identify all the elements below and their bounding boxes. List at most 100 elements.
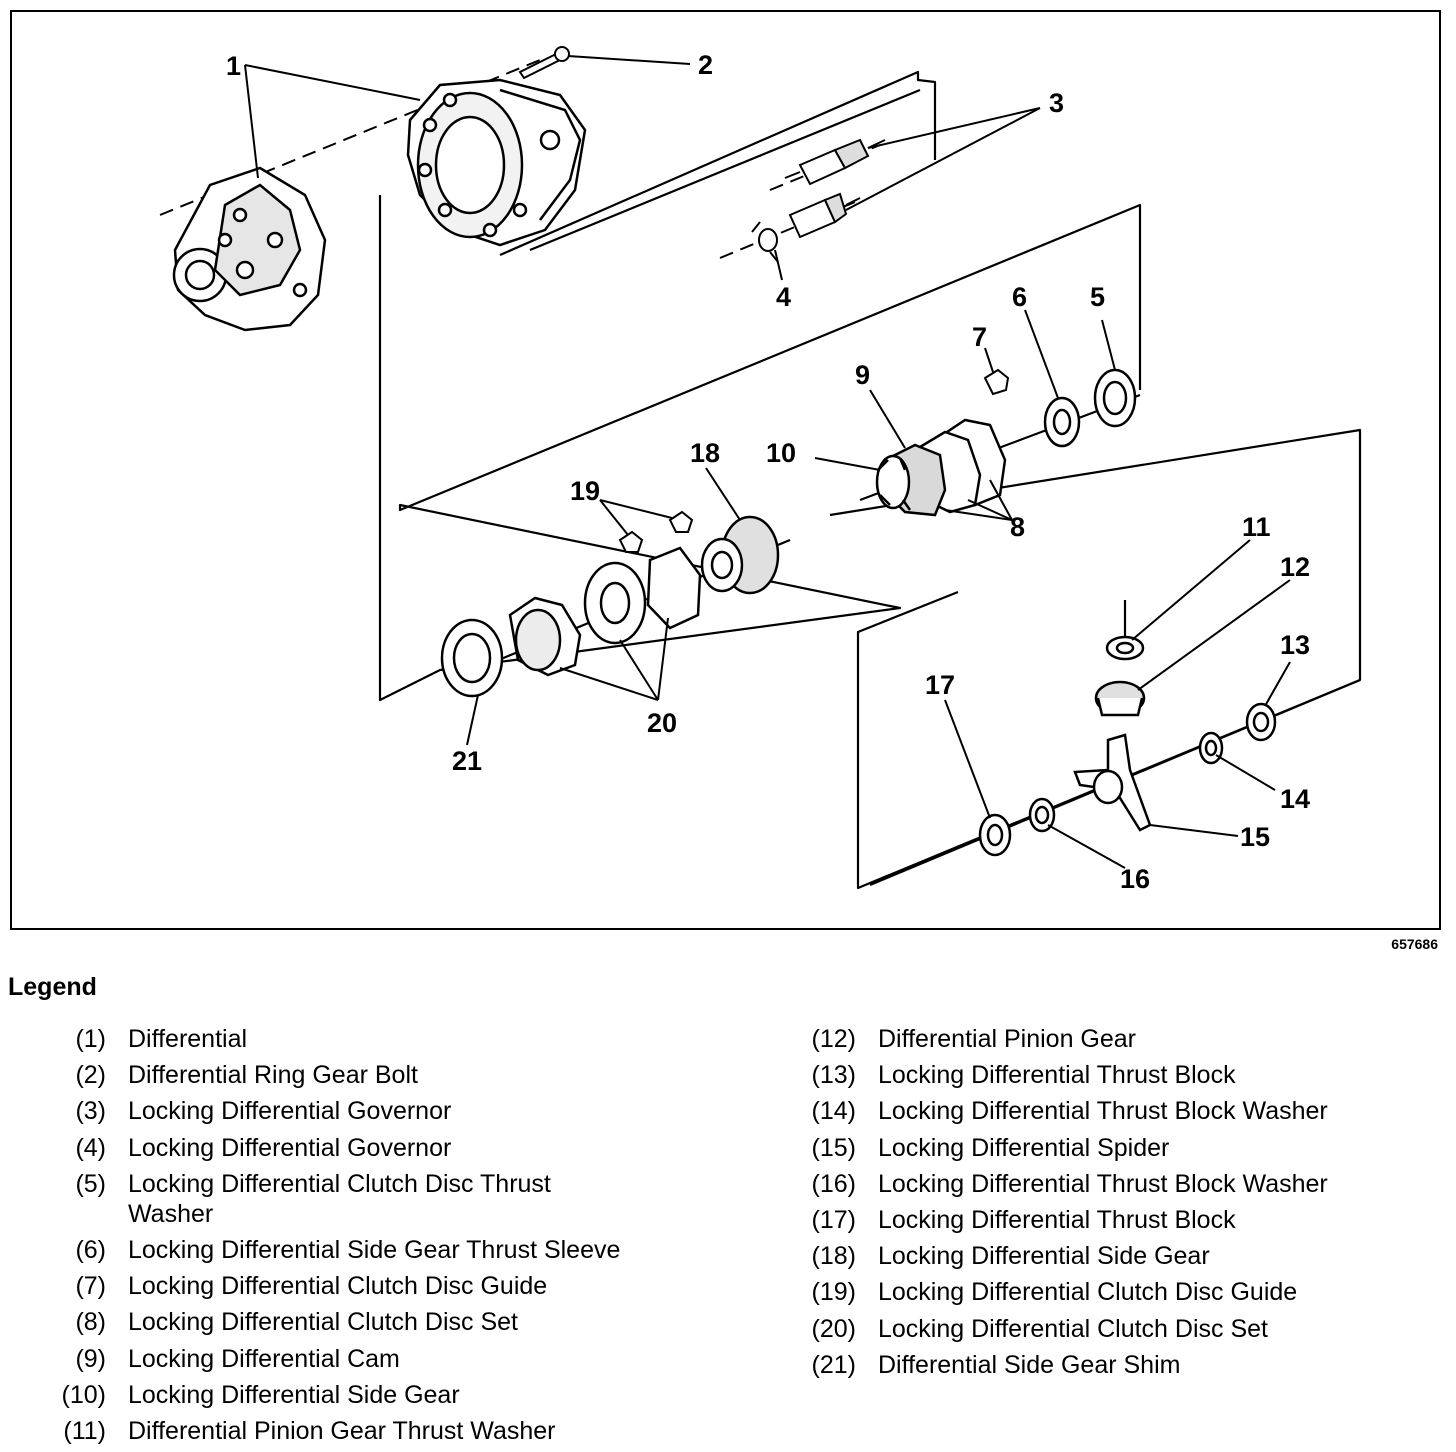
leader-20c <box>657 617 669 701</box>
legend-item-text: Locking Differential Governor <box>128 1097 452 1126</box>
legend-item-number: (19) <box>811 1278 856 1307</box>
pinion-gear-part <box>1094 680 1146 717</box>
group-outline-top <box>378 195 1142 702</box>
legend-item-number: (12) <box>811 1025 856 1053</box>
spider-assembly-part <box>978 702 1277 857</box>
legend-item: (5)Locking Differential Clutch Disc Thru… <box>40 1169 740 1229</box>
legend-item-text: Locking Differential Thrust Block <box>878 1061 1236 1090</box>
callout-4: 4 <box>776 282 791 312</box>
leader-3a <box>867 107 1041 149</box>
callout-13: 13 <box>1280 630 1310 660</box>
legend-item-number: (18) <box>811 1242 856 1271</box>
differential-housing-part <box>172 166 327 332</box>
legend-item: (1) Differential <box>40 1024 740 1054</box>
legend-item-text: Differential Pinion Gear <box>878 1025 1137 1053</box>
leader-8c <box>944 509 1013 521</box>
callout-5: 5 <box>1090 282 1105 312</box>
legend-item: (7)Locking Differential Clutch Disc Guid… <box>40 1271 740 1301</box>
legend-item-number: (15) <box>811 1133 856 1162</box>
group-outline-bracket2 <box>529 88 921 252</box>
callout-10: 10 <box>766 438 796 468</box>
legend-item-number: (4) <box>75 1133 106 1162</box>
legend-item-text: Locking Differential Clutch Disc Set <box>128 1308 518 1337</box>
callout-15: 15 <box>1240 822 1270 852</box>
legend-item: (18)Locking Differential Side Gear <box>790 1241 1450 1271</box>
callout-1: 1 <box>226 51 241 81</box>
diagram-frame <box>10 10 1441 930</box>
governor-clip-part <box>751 221 779 263</box>
cam-clutch-assembly-part <box>875 418 1007 517</box>
legend-item-number: (21) <box>811 1350 856 1379</box>
leader-19b <box>599 499 673 519</box>
legend-item-number: (8) <box>75 1308 106 1337</box>
callout-20: 20 <box>647 708 677 738</box>
legend-item-text: Locking Differential Side Gear <box>128 1380 460 1409</box>
clutch-disc-set-20-part <box>583 546 702 645</box>
callout-9: 9 <box>855 360 870 390</box>
legend-item-text: Locking Differential Side Gear Thrust Sl… <box>128 1235 621 1264</box>
legend-item: (15) Locking Differential Spider <box>790 1133 1450 1163</box>
leader-2 <box>567 55 691 65</box>
callout-19: 19 <box>570 476 600 506</box>
clutch-disc-guide-7-part <box>983 368 1010 396</box>
legend-item-text: Locking Differential Clutch Disc Set <box>878 1314 1268 1343</box>
callout-8: 8 <box>1010 512 1025 542</box>
callout-6: 6 <box>1012 282 1027 312</box>
legend-item-text: Differential <box>128 1025 248 1053</box>
leader-11 <box>1131 539 1251 641</box>
legend-item-text: Differential Pinion Gear Thrust Washer <box>128 1416 556 1445</box>
legend-item-text: Locking Differential Thrust Block Washer <box>878 1097 1328 1126</box>
callout-3: 3 <box>1049 88 1064 118</box>
callout-14: 14 <box>1280 784 1310 814</box>
leader-20a <box>559 667 659 701</box>
legend-title: Legend <box>8 973 97 1001</box>
legend-item-number: (2) <box>75 1061 106 1090</box>
legend-item: (10) Locking Differential Side Gear <box>40 1380 740 1410</box>
leader-14 <box>1215 754 1276 791</box>
legend-item: (12) Differential Pinion Gear <box>790 1024 1450 1054</box>
legend-item: (14)Locking Differential Thrust Block Wa… <box>790 1096 1450 1126</box>
legend-column-left: (1) Differential (2) Differential Ring Gea… <box>40 1024 740 1452</box>
leader-18 <box>705 467 741 521</box>
legend-item: (9)Locking Differential Cam <box>40 1344 740 1374</box>
leader-20b <box>619 639 659 701</box>
legend-item-text: Locking Differential Spider <box>878 1133 1170 1162</box>
callout-12: 12 <box>1280 552 1310 582</box>
legend-item-text: Locking Differential Thrust Block <box>878 1205 1236 1234</box>
legend-item: (20)Locking Differential Clutch Disc Set <box>790 1314 1450 1344</box>
exploded-diagram: 1 2 3 4 5 6 7 8 9 10 11 12 13 14 15 16 1… <box>10 10 1441 930</box>
legend-item-number: (13) <box>811 1061 856 1090</box>
leader-19a <box>599 499 629 536</box>
legend-item: (17) Locking Differential Thrust Block <box>790 1205 1450 1235</box>
callout-21: 21 <box>452 746 482 776</box>
figure-id: 657686 <box>1391 936 1438 952</box>
legend-item: (11)Differential Pinion Gear Thrust Wash… <box>40 1416 740 1446</box>
leader-9 <box>869 389 906 449</box>
legend-item-text: Differential Ring Gear Bolt <box>128 1061 418 1090</box>
legend-item: (19) Locking Differential Clutch Disc Gui… <box>790 1277 1450 1307</box>
leader-3b <box>845 107 1041 211</box>
clutch-disc-thrust-washer-part <box>1093 368 1137 428</box>
legend-item: (6)Locking Differential Side Gear Thrust… <box>40 1235 740 1265</box>
governor-upper-part <box>784 138 886 186</box>
differential-case-part <box>406 78 587 247</box>
legend-item: (8) Locking Differential Clutch Disc Set <box>40 1307 740 1337</box>
side-gear-18-part <box>700 515 780 595</box>
legend-item-number: (10) <box>61 1380 106 1409</box>
leader-1a <box>244 64 421 101</box>
legend-item-text: Locking Differential Clutch Disc Guide <box>878 1278 1298 1307</box>
legend-item-text: Locking Differential Cam <box>128 1344 400 1373</box>
callout-11: 11 <box>1242 512 1271 542</box>
cam-plate-part <box>508 596 582 677</box>
callout-7: 7 <box>972 322 987 352</box>
side-gear-thrust-sleeve-part <box>1043 396 1081 448</box>
legend-item-number: (1) <box>75 1025 106 1053</box>
leader-1b <box>244 64 259 179</box>
leader-10 <box>814 457 881 471</box>
legend-item: (2) Differential Ring Gear Bolt <box>40 1060 740 1090</box>
legend-item-number: (16) <box>811 1169 856 1198</box>
legend-item: (13) Locking Differential Thrust Block <box>790 1060 1450 1090</box>
legend-item-number: (17) <box>811 1205 856 1234</box>
governor-lower-part <box>788 192 861 239</box>
leader-7 <box>984 347 994 373</box>
